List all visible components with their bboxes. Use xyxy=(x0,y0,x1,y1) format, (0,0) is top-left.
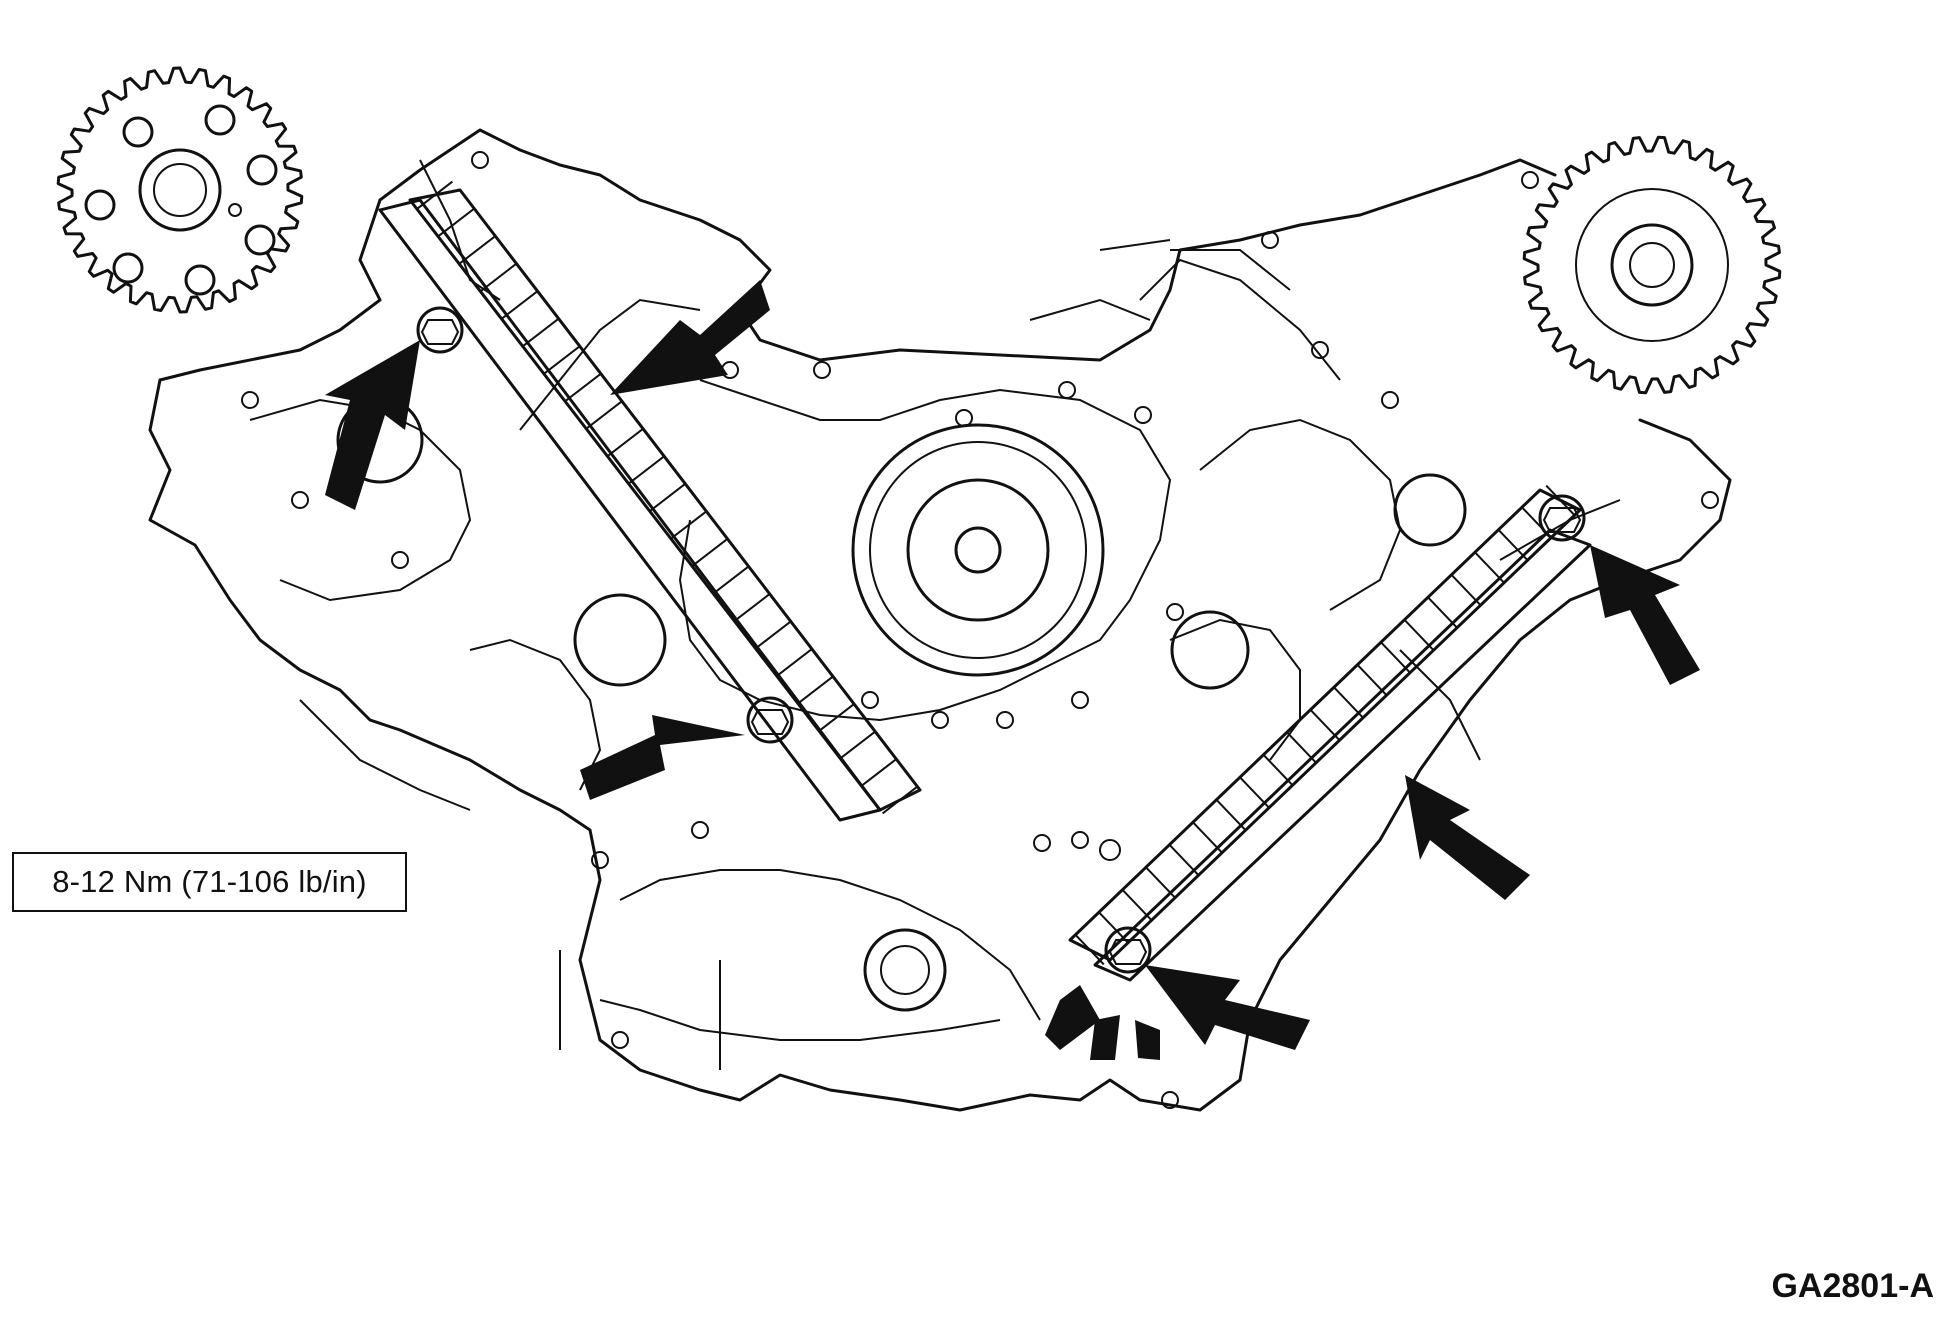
chain-link xyxy=(585,400,623,430)
chain-link xyxy=(1075,934,1105,966)
chain-link xyxy=(776,648,813,677)
chain-link xyxy=(1145,867,1176,898)
bolt-upper-right xyxy=(1538,494,1586,542)
chain-link xyxy=(1263,754,1293,786)
chain-link xyxy=(522,318,559,347)
right-cam-sprocket xyxy=(1522,135,1782,395)
chain-link xyxy=(818,703,855,732)
chain-link xyxy=(712,565,750,595)
chain-link xyxy=(564,373,602,402)
chain-link xyxy=(881,785,919,815)
bolt-lower-right xyxy=(1104,926,1152,974)
chain-link xyxy=(797,675,834,705)
left-chain-guide xyxy=(378,180,922,822)
chain-link xyxy=(1404,619,1434,651)
lower-right-rotation-marks xyxy=(1045,985,1160,1060)
chain-link xyxy=(628,455,665,485)
chain-link xyxy=(1451,574,1481,606)
figure-id: GA2801-A xyxy=(1771,1267,1934,1305)
upper-right-guide-bolt-arrow xyxy=(1590,545,1700,685)
chain-link xyxy=(1380,642,1411,673)
left-guide-arrow xyxy=(610,280,770,395)
chain-link xyxy=(459,235,496,265)
water-pump-hub xyxy=(851,423,1105,677)
chain-link xyxy=(416,180,454,210)
chain-link xyxy=(1474,552,1505,583)
right-chain-guide xyxy=(1068,484,1592,982)
chain-link xyxy=(670,510,707,540)
chain-link xyxy=(1192,822,1223,853)
chain-link xyxy=(1545,484,1575,516)
chain-link xyxy=(1239,777,1270,808)
chain-link xyxy=(607,428,644,457)
block-bores xyxy=(241,151,1719,1109)
chain-link xyxy=(839,730,876,760)
chain-link xyxy=(755,620,792,650)
chain-link xyxy=(501,290,538,320)
chain-link xyxy=(860,758,897,787)
chain-link xyxy=(543,345,580,375)
chain-link xyxy=(1427,597,1458,628)
torque-spec-label: 8-12 Nm (71-106 lb/in) xyxy=(12,852,407,912)
chain-link xyxy=(733,593,771,622)
chain-link xyxy=(1498,529,1528,561)
chain-link xyxy=(1216,799,1246,831)
crankshaft-hub xyxy=(863,928,947,1012)
chain-link xyxy=(1286,732,1317,763)
chain-link xyxy=(649,483,686,512)
upper-left-guide-bolt-arrow xyxy=(325,340,420,510)
chain-link xyxy=(1098,912,1129,943)
chain-link xyxy=(1357,664,1387,696)
chain-link xyxy=(480,263,517,292)
left-cam-sprocket xyxy=(56,66,304,314)
engine-block xyxy=(148,128,1732,1112)
right-guide-arrow xyxy=(1405,775,1530,900)
chain-link xyxy=(438,208,475,237)
chain-link xyxy=(1169,844,1199,876)
chain-link xyxy=(1122,889,1152,921)
lower-left-guide-bolt-arrow xyxy=(580,715,745,800)
chain-link xyxy=(1310,709,1340,741)
chain-link xyxy=(691,538,728,567)
lower-right-guide-bolt-arrow xyxy=(1145,965,1310,1050)
chain-link xyxy=(1333,687,1364,718)
bolt-lower-left xyxy=(746,696,794,744)
bolt-upper-left xyxy=(416,306,464,354)
